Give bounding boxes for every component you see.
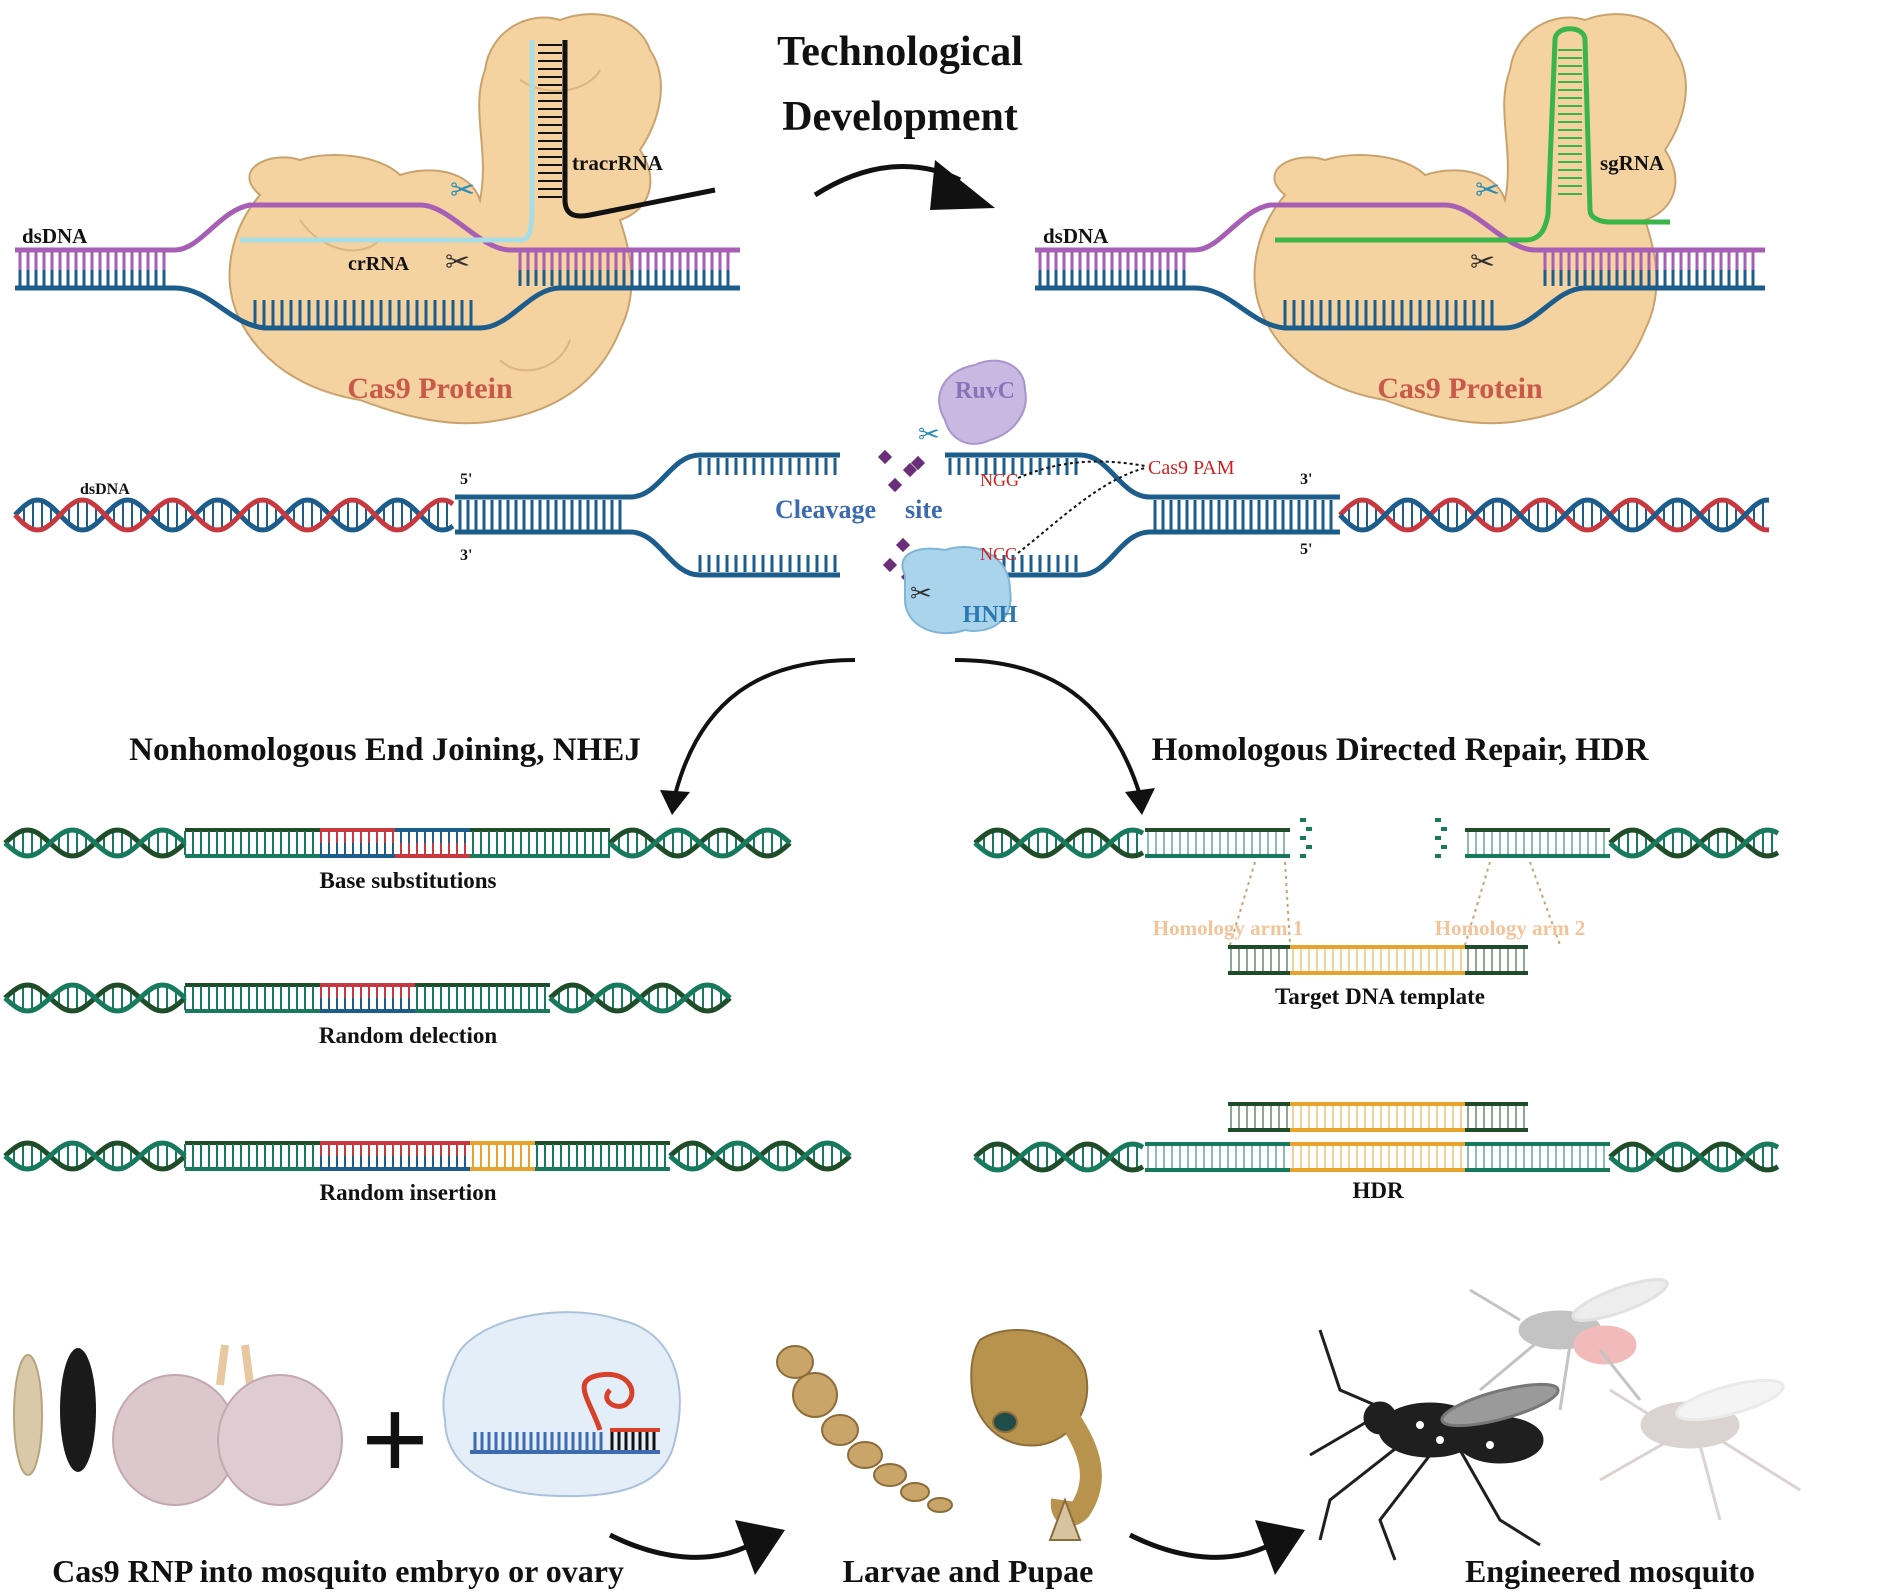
nhej-title: Nonhomologous End Joining, NHEJ: [129, 732, 641, 768]
cas9-protein-label: Cas9 Protein: [1377, 372, 1543, 405]
larva-illustration: [776, 1345, 953, 1513]
crrna-label: crRNA: [348, 253, 410, 275]
plus-icon: +: [361, 1373, 429, 1506]
cleavage-label: Cleavage: [775, 495, 876, 524]
arrow-head-icon: [660, 790, 690, 815]
scissors-icon: ✂: [1475, 174, 1500, 207]
rnp-complex-illustration: [442, 1311, 681, 1498]
crrna-strand: [240, 40, 535, 243]
arrow-head-icon: [1125, 788, 1155, 815]
scissors-icon: ✂: [450, 174, 475, 207]
hnh-label: HNH: [963, 602, 1018, 628]
tracrrna-strand: [562, 40, 716, 219]
cas9-protein-label: Cas9 Protein: [347, 372, 513, 405]
dsdna-label: dsDNA: [22, 224, 88, 248]
ncc-label: NCC: [980, 544, 1017, 564]
tracrrna-label: tracrRNA: [572, 151, 664, 175]
dsdna-label: dsDNA: [1043, 224, 1109, 248]
five-prime-label: 5': [460, 471, 472, 488]
hnh-domain: [901, 545, 1012, 635]
sgrna-strand: [1275, 26, 1670, 243]
cas9-pam-label: Cas9 PAM: [1148, 457, 1235, 479]
cas9-crrna-complex: ✂ ✂ dsDNA crRNA tracrRNA Cas9 Protein: [15, 13, 740, 425]
target-dna-template-label: Target DNA template: [1275, 984, 1485, 1009]
cleavage-mechanism: RuvC ✂ HNH ✂ NGG NCC Cas9 PAM Cleavage s…: [13, 359, 1769, 635]
scissors-icon: ✂: [918, 420, 940, 449]
arrow-head-icon: [735, 1520, 785, 1575]
homology-arm-2-label: Homology arm 2: [1435, 916, 1585, 940]
nhej-item-label: Random insertion: [320, 1180, 497, 1205]
mosquito-illustrations: [1309, 1278, 1801, 1561]
nhej-item-label: Base substitutions: [319, 868, 496, 893]
ruvc-label: RuvC: [955, 378, 1015, 404]
step3-label: Engineered mosquito: [1465, 1553, 1755, 1589]
nhej-item-label: Random delection: [319, 1023, 497, 1048]
scissors-icon: ✂: [445, 246, 470, 279]
dsdna-label: dsDNA: [80, 481, 130, 498]
three-prime-label: 3': [460, 547, 472, 564]
nhej-outcomes: [3, 827, 852, 1172]
cas9-sgrna-complex: ✂ ✂ dsDNA sgRNA Cas9 Protein: [1035, 13, 1765, 425]
hdr-title: Homologous Directed Repair, HDR: [1152, 732, 1650, 768]
arrow-head-icon: [1255, 1520, 1305, 1575]
arrow-to-nhej: [673, 658, 856, 796]
ngg-label: NGG: [980, 470, 1019, 490]
title-line2: Development: [782, 94, 1018, 140]
five-prime-label: 5': [1300, 541, 1312, 558]
three-prime-label: 3': [1300, 471, 1312, 488]
scissors-icon: ✂: [1470, 246, 1495, 279]
step1-label: Cas9 RNP into mosquito embryo or ovary: [52, 1553, 624, 1589]
homology-arm-1-label: Homology arm 1: [1153, 916, 1303, 940]
arrow-to-larvae: [608, 1532, 752, 1560]
pupa-illustration: [970, 1329, 1102, 1541]
ruvc-domain: [938, 359, 1027, 445]
arrow-head-icon: [930, 160, 995, 210]
sgrna-label: sgRNA: [1600, 151, 1665, 175]
embryo-eggs: [13, 1348, 96, 1476]
hdr-pathway: [973, 818, 1780, 1173]
hdr-result-label: HDR: [1352, 1178, 1404, 1203]
step2-label: Larvae and Pupae: [843, 1553, 1094, 1589]
arrow-to-mosquito: [1128, 1532, 1272, 1560]
ovary-illustration: [112, 1344, 343, 1506]
title-line1: Technological: [777, 29, 1023, 75]
scissors-icon: ✂: [910, 579, 932, 608]
arrow-to-hdr: [954, 658, 1142, 796]
site-label: site: [905, 495, 943, 524]
cas9-protein-body: [1253, 13, 1687, 425]
